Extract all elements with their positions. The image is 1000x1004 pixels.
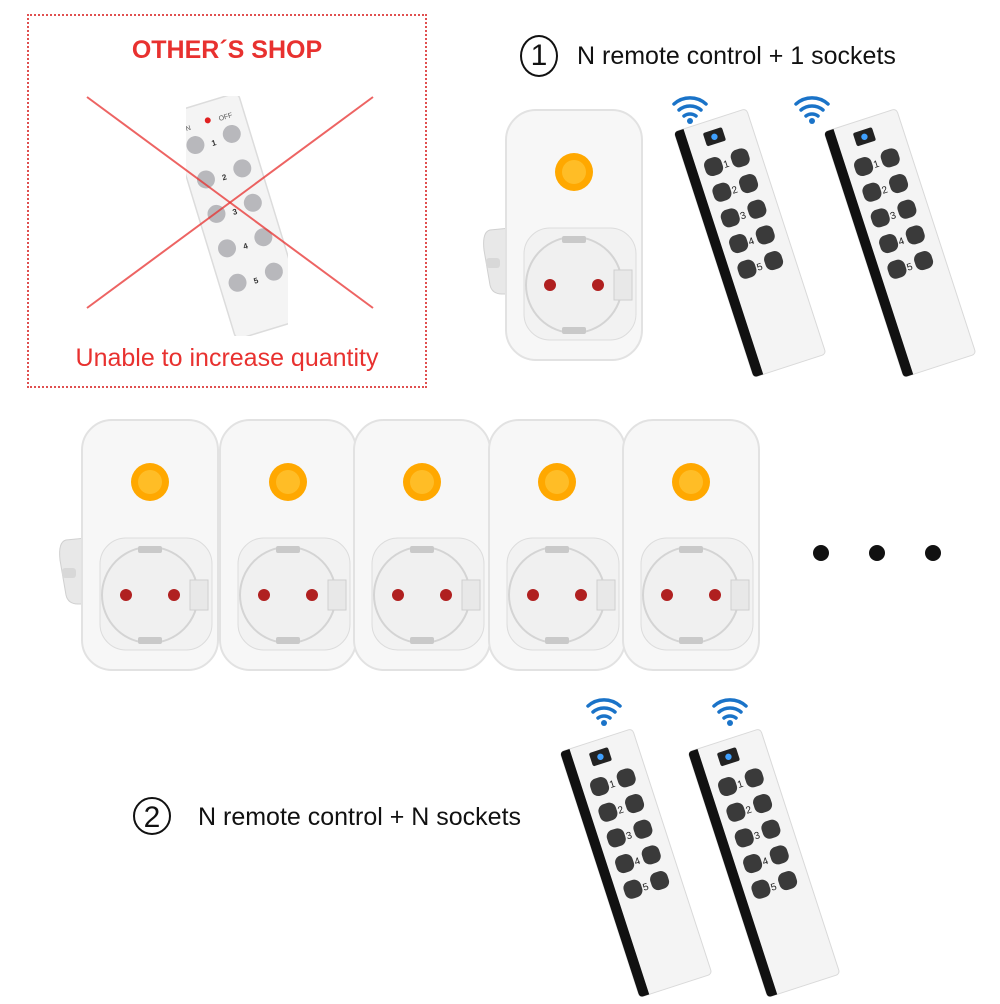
svg-text:4: 4 [633, 856, 642, 868]
svg-text:2: 2 [731, 184, 740, 196]
option2-label: N remote control + N sockets [198, 803, 522, 831]
other-shop-title: OTHER´S SHOP [131, 36, 323, 64]
svg-text:1: 1 [210, 138, 217, 148]
svg-text:3: 3 [753, 830, 762, 842]
wifi-signal-icon [794, 96, 830, 124]
svg-text:3: 3 [625, 830, 634, 842]
socket-image [622, 419, 760, 671]
socket-image [483, 109, 643, 361]
option2-number-icon: 2 [133, 797, 171, 835]
svg-text:ON: ON [186, 125, 192, 135]
option1-number-icon: 1 [520, 35, 558, 77]
wifi-signal-icon [672, 96, 708, 124]
svg-text:5: 5 [906, 261, 915, 273]
wifi-signal-icon [712, 698, 748, 726]
svg-text:1: 1 [608, 779, 617, 791]
ellipsis-icon [813, 545, 941, 561]
svg-text:2: 2 [221, 172, 228, 182]
remote-control-image: 1 2 3 4 5 [674, 109, 826, 377]
svg-text:2: 2 [617, 804, 626, 816]
option1-label: N remote control + 1 sockets [577, 42, 896, 70]
svg-text:3: 3 [739, 210, 748, 222]
svg-text:2: 2 [745, 804, 754, 816]
svg-text:4: 4 [897, 236, 906, 248]
socket-image [488, 419, 626, 671]
wifi-signal-icon [586, 698, 622, 726]
svg-text:3: 3 [231, 207, 238, 217]
other-shop-caption: Unable to increase quantity [75, 344, 379, 372]
svg-text:1: 1 [736, 779, 745, 791]
svg-text:5: 5 [253, 276, 260, 286]
remote-control-image: 1 2 3 4 5 [688, 729, 840, 997]
svg-text:4: 4 [747, 236, 756, 248]
remote-control-image: 1 2 3 4 5 [560, 729, 712, 997]
svg-text:4: 4 [761, 856, 770, 868]
socket-image [59, 419, 219, 671]
svg-text:5: 5 [756, 261, 765, 273]
svg-text:1: 1 [872, 159, 881, 171]
socket-image [219, 419, 357, 671]
other-shop-panel [27, 14, 427, 388]
svg-text:3: 3 [889, 210, 898, 222]
svg-text:2: 2 [881, 184, 890, 196]
svg-text:4: 4 [242, 241, 249, 251]
svg-text:OFF: OFF [218, 112, 233, 123]
remote-control-image: 1 2 3 4 5 [824, 109, 976, 377]
svg-text:5: 5 [642, 881, 651, 893]
svg-text:1: 1 [722, 159, 731, 171]
svg-text:5: 5 [770, 881, 779, 893]
cross-out-icon [86, 96, 374, 309]
socket-image [353, 419, 491, 671]
